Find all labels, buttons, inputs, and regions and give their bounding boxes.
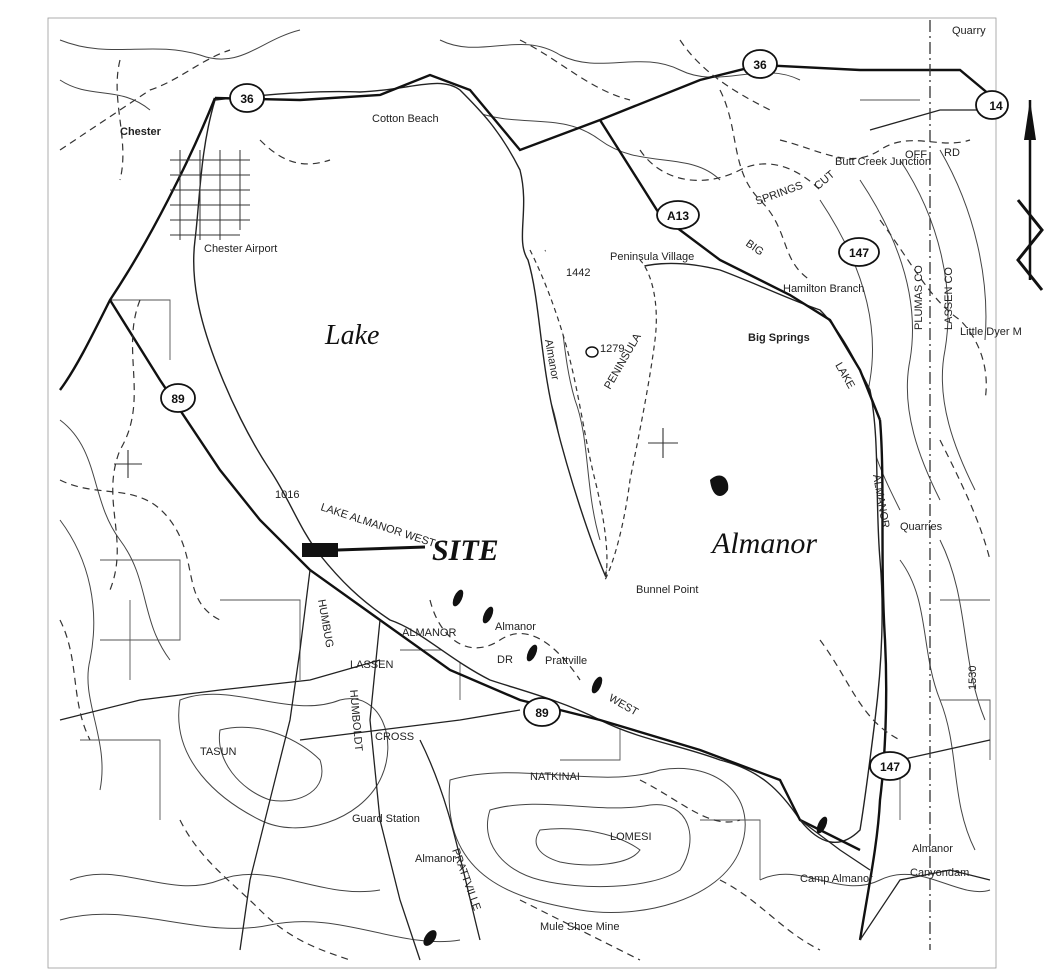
label-peninsula-village: Peninsula Village (610, 251, 694, 263)
label-humboldt: HUMBOLDT (347, 689, 364, 752)
label-1530: 1530 (967, 666, 979, 690)
north-arrow-icon (1016, 100, 1044, 291)
label-hamilton-branch: Hamilton Branch (783, 283, 864, 295)
route-147-shield-south: 147 (869, 751, 911, 781)
lake-name-first: Lake (324, 320, 379, 351)
svg-text:89: 89 (171, 392, 185, 406)
label-quarry: Quarry (952, 25, 986, 37)
route-89-shield-south: 89 (523, 697, 561, 727)
elevation-value: 1279 (600, 343, 624, 355)
label-camp-almanor: Camp Almanor (800, 873, 873, 885)
svg-text:147: 147 (849, 246, 869, 260)
marina-marks (423, 475, 828, 946)
route-147-shield-north: 147 (838, 237, 880, 267)
label-mule-shoe: Mule Shoe Mine (540, 921, 620, 933)
lake-name-second: Almanor (710, 527, 817, 560)
svg-text:14: 14 (989, 99, 1003, 113)
label-1442: 1442 (566, 267, 590, 279)
svg-text:36: 36 (753, 58, 767, 72)
label-natkinai: NATKINAI (530, 771, 580, 783)
label-almanor: Almanor (495, 621, 536, 633)
chester-town-grid (170, 150, 250, 240)
label-bunnel-point: Bunnel Point (636, 584, 698, 596)
label-almanor-road: ALMANOR (402, 627, 456, 639)
label-canyondam: Canyondam (910, 867, 969, 879)
roads (59, 63, 991, 961)
svg-text:36: 36 (240, 92, 254, 106)
svg-text:147: 147 (880, 760, 900, 774)
label-cotton-beach: Cotton Beach (372, 113, 439, 125)
label-lassen: LASSEN (350, 659, 393, 671)
route-14-shield: 14 (975, 90, 1009, 120)
trails (59, 39, 991, 961)
road-shields: 36 36 14 A13 147 147 89 89 (160, 49, 1009, 781)
county-label-plumas: PLUMAS CO (913, 265, 925, 330)
elevation-marker: 1279 (585, 343, 624, 358)
label-tasun: TASUN (200, 746, 237, 758)
label-off: OFF (905, 149, 927, 161)
site-label: SITE (432, 534, 499, 567)
route-89-shield-north: 89 (160, 383, 196, 413)
label-almanor-bottom: Almanor (415, 853, 456, 865)
svg-text:A13: A13 (667, 209, 689, 223)
route-A13-shield: A13 (656, 200, 700, 230)
label-1016: 1016 (275, 489, 299, 501)
label-rd: RD (944, 147, 960, 159)
site-marker: SITE (302, 534, 499, 567)
peninsula (529, 249, 657, 581)
label-chester: Chester (120, 126, 162, 138)
route-36-shield-east: 36 (742, 49, 778, 79)
label-chester-airport: Chester Airport (204, 243, 277, 255)
label-dr: DR (497, 654, 513, 666)
label-guard-station: Guard Station (352, 813, 420, 825)
label-little-dyer: Little Dyer M (960, 326, 1022, 338)
benchmark-crosses (114, 428, 678, 478)
label-butt-creek: Butt Creek Junction (835, 156, 931, 168)
label-quarries: Quarries (900, 521, 943, 533)
label-big-springs: Big Springs (748, 332, 810, 344)
label-prattville: Prattville (545, 655, 587, 667)
svg-text:89: 89 (535, 706, 549, 720)
label-cross: CROSS (375, 731, 414, 743)
label-almanor-south: Almanor (912, 843, 953, 855)
route-36-shield-west: 36 (229, 83, 265, 113)
label-lomesi: LOMESI (610, 831, 652, 843)
county-label-lassen: LASSEN CO (943, 267, 955, 330)
